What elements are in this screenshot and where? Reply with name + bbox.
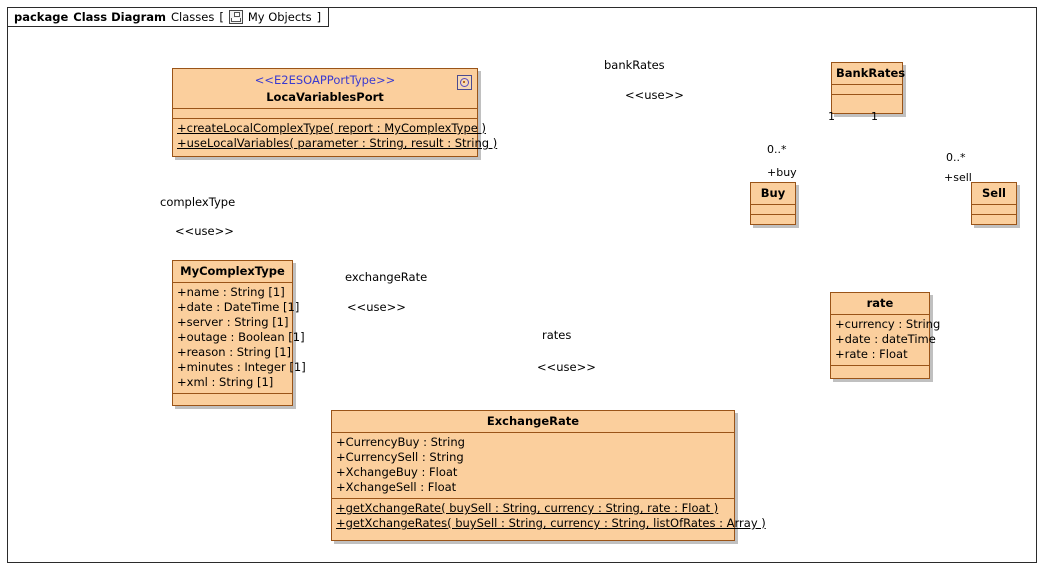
- operations-compartment: [972, 215, 1016, 224]
- class-box-mycomplextype[interactable]: MyComplexType +name : String [1] +date :…: [172, 260, 306, 406]
- compartment-divider: [751, 214, 795, 215]
- attribute-row: +xml : String [1]: [177, 375, 274, 389]
- attribute-row: +rate : Float: [835, 347, 908, 361]
- compartment-divider: [832, 94, 902, 95]
- attributes-compartment: [173, 109, 477, 118]
- class-name: Buy: [760, 186, 786, 200]
- package-qualifier: My Objects: [247, 10, 312, 24]
- operations-compartment: +createLocalComplexType( report : MyComp…: [173, 119, 498, 154]
- attribute-row: +XchangeSell : Float: [336, 480, 457, 494]
- class-box-sell[interactable]: Sell: [971, 182, 1017, 225]
- role-sell: +sell: [944, 171, 972, 184]
- class-name: rate: [866, 296, 894, 310]
- attributes-compartment: [751, 205, 795, 214]
- compartment-divider: [972, 204, 1016, 205]
- class-name: LocaVariablesPort: [266, 90, 384, 104]
- attributes-compartment: [832, 85, 902, 94]
- multiplicity-bankrates-buy: 1: [828, 110, 835, 123]
- package-frame-tab: package Class Diagram Classes [ My Objec…: [7, 7, 330, 27]
- attribute-row: +server : String [1]: [177, 315, 289, 329]
- connector-label-rates: rates: [542, 328, 572, 342]
- operations-compartment: [831, 366, 929, 375]
- class-name: BankRates: [836, 66, 906, 80]
- operation-row: +createLocalComplexType( report : MyComp…: [177, 121, 486, 135]
- class-box-buy[interactable]: Buy: [750, 182, 796, 225]
- attribute-row: +date : DateTime [1]: [177, 300, 300, 314]
- compartment-divider: [173, 282, 292, 283]
- compartment-divider: [332, 498, 734, 499]
- bracket-open: [: [219, 10, 224, 24]
- operations-compartment: [832, 95, 902, 104]
- connector-stereotype-rates: <<use>>: [537, 360, 596, 374]
- connector-stereotype-bankrates: <<use>>: [625, 88, 684, 102]
- package-objects-icon: [228, 10, 243, 24]
- attribute-row: +currency : String: [835, 317, 941, 331]
- connector-label-bankrates: bankRates: [604, 58, 665, 72]
- class-stereotype: <<E2ESOAPPortType>>: [254, 73, 396, 87]
- attribute-row: +CurrencySell : String: [336, 450, 464, 464]
- compartment-divider: [173, 118, 477, 119]
- class-name: Sell: [982, 186, 1006, 200]
- package-keyword: package: [14, 10, 69, 24]
- compartment-divider: [173, 393, 292, 394]
- connector-stereotype-exchangerate: <<use>>: [347, 300, 406, 314]
- attributes-compartment: +CurrencyBuy : String +CurrencySell : St…: [332, 433, 734, 498]
- compartment-divider: [972, 214, 1016, 215]
- operations-compartment: +getXchangeRate( buySell : String, curre…: [332, 499, 766, 534]
- multiplicity-buy: 0..*: [767, 143, 787, 156]
- class-box-rate[interactable]: rate +currency : String +date : dateTime…: [830, 292, 941, 379]
- multiplicity-sell: 0..*: [946, 151, 966, 164]
- connector-label-exchangerate: exchangeRate: [345, 270, 428, 284]
- attributes-compartment: +currency : String +date : dateTime +rat…: [831, 315, 941, 365]
- operation-row: +getXchangeRates( buySell : String, curr…: [336, 516, 766, 530]
- attribute-row: +name : String [1]: [177, 285, 285, 299]
- class-name: MyComplexType: [180, 264, 285, 278]
- connector-stereotype-complextype: <<use>>: [175, 224, 234, 238]
- bracket-close: ]: [316, 10, 322, 24]
- class-box-locavariablesport[interactable]: <<E2ESOAPPortType>> LocaVariablesPort +c…: [172, 68, 498, 157]
- attribute-row: +date : dateTime: [835, 332, 936, 346]
- attributes-compartment: [972, 205, 1016, 214]
- connector-label-complextype: complexType: [160, 195, 236, 209]
- compartment-divider: [332, 432, 734, 433]
- compartment-divider: [832, 84, 902, 85]
- attribute-row: +outage : Boolean [1]: [177, 330, 305, 344]
- class-name: ExchangeRate: [486, 414, 580, 428]
- operations-compartment: [751, 215, 795, 224]
- compartment-divider: [173, 108, 477, 109]
- package-classifier: Classes: [170, 10, 215, 24]
- compartment-divider: [831, 365, 929, 366]
- compartment-divider: [751, 204, 795, 205]
- attribute-row: +minutes : Integer [1]: [177, 360, 306, 374]
- class-box-exchangerate[interactable]: ExchangeRate +CurrencyBuy : String +Curr…: [331, 410, 766, 541]
- package-frame: [7, 7, 1037, 563]
- compartment-divider: [831, 314, 929, 315]
- role-buy: +buy: [767, 166, 797, 179]
- attributes-compartment: +name : String [1] +date : DateTime [1] …: [173, 283, 306, 393]
- multiplicity-bankrates-sell: 1: [871, 110, 878, 123]
- attribute-row: +CurrencyBuy : String: [336, 435, 465, 449]
- interface-port-icon: [457, 75, 472, 90]
- package-name: Class Diagram: [73, 10, 166, 24]
- operation-row: +getXchangeRate( buySell : String, curre…: [336, 501, 719, 515]
- class-box-bankrates[interactable]: BankRates: [831, 62, 906, 114]
- operation-row: +useLocalVariables( parameter : String, …: [177, 136, 498, 150]
- attribute-row: +reason : String [1]: [177, 345, 292, 359]
- operations-compartment: [173, 394, 292, 403]
- attribute-row: +XchangeBuy : Float: [336, 465, 458, 479]
